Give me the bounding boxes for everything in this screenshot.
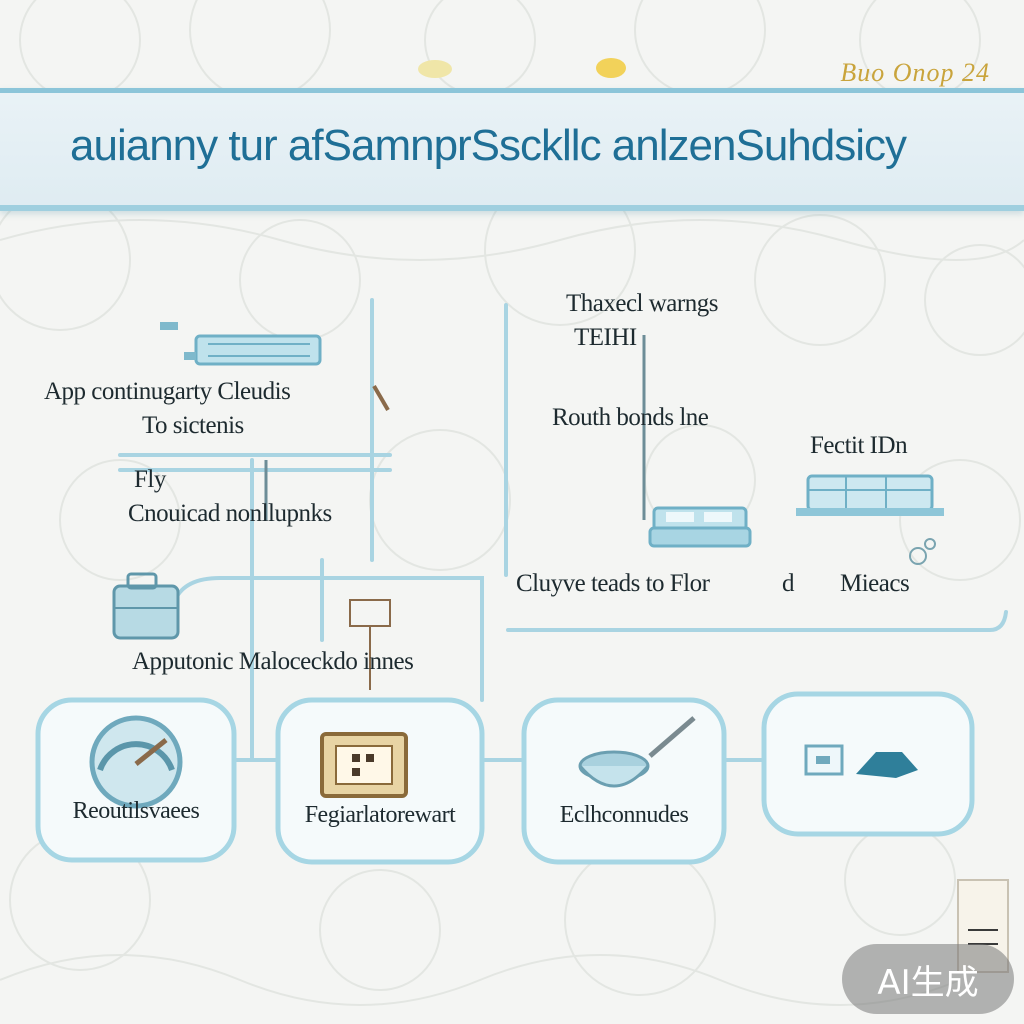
label-thased-sub: TEIHI [574, 324, 637, 351]
ai-generated-badge: AI生成 [842, 944, 1014, 1014]
label-thased-warnings: Thaxecl warngs [566, 290, 718, 317]
label-d-mark: d [782, 570, 795, 597]
label-cnouical: Cnouicad nonllupnks [128, 500, 332, 527]
cursor-arrow-icon [372, 384, 390, 412]
shelf-device-icon [796, 474, 944, 516]
title-banner: auianny tur afSamnprSsckllc anlzenSuhdsi… [0, 88, 1024, 211]
label-mieacs: Mieacs [840, 570, 910, 597]
briefcase-icon [112, 572, 180, 640]
corner-dot-pale [418, 60, 452, 78]
label-fly: Fly [134, 466, 166, 493]
label-app-continuous: App continugarty Cleudis [44, 378, 291, 405]
node-label-1: Reoutilsvaees [72, 798, 200, 824]
label-fectit: Fectit IDn [810, 432, 908, 459]
grid-box-icon [320, 732, 408, 798]
page-title: auianny tur afSamnprSsckllc anlzenSuhdsi… [70, 121, 907, 170]
label-apputonic: Apputonic Maloceckdo innes [132, 648, 414, 675]
gauge-icon [89, 715, 183, 809]
corner-tag: Buo Onop 24 [840, 58, 990, 87]
label-cluve-leads: Cluyve teads to Flor [516, 570, 710, 597]
label-to-sistenis: To sictenis [142, 412, 244, 439]
bowl-whisk-icon [578, 716, 696, 788]
tag-arrow-icon [804, 744, 918, 778]
node-label-2: Fegiarlatorewart [304, 802, 456, 828]
corner-dot-gold [596, 58, 626, 78]
small-gear-icon [909, 538, 936, 565]
connector-right [506, 610, 1008, 632]
rack-device-icon [160, 322, 322, 366]
label-routh-bonds: Routh bonds lne [552, 404, 709, 431]
marker-icon [349, 599, 391, 690]
node-label-3: Eclhconnudes [559, 802, 689, 828]
sofa-device-icon [648, 506, 752, 548]
